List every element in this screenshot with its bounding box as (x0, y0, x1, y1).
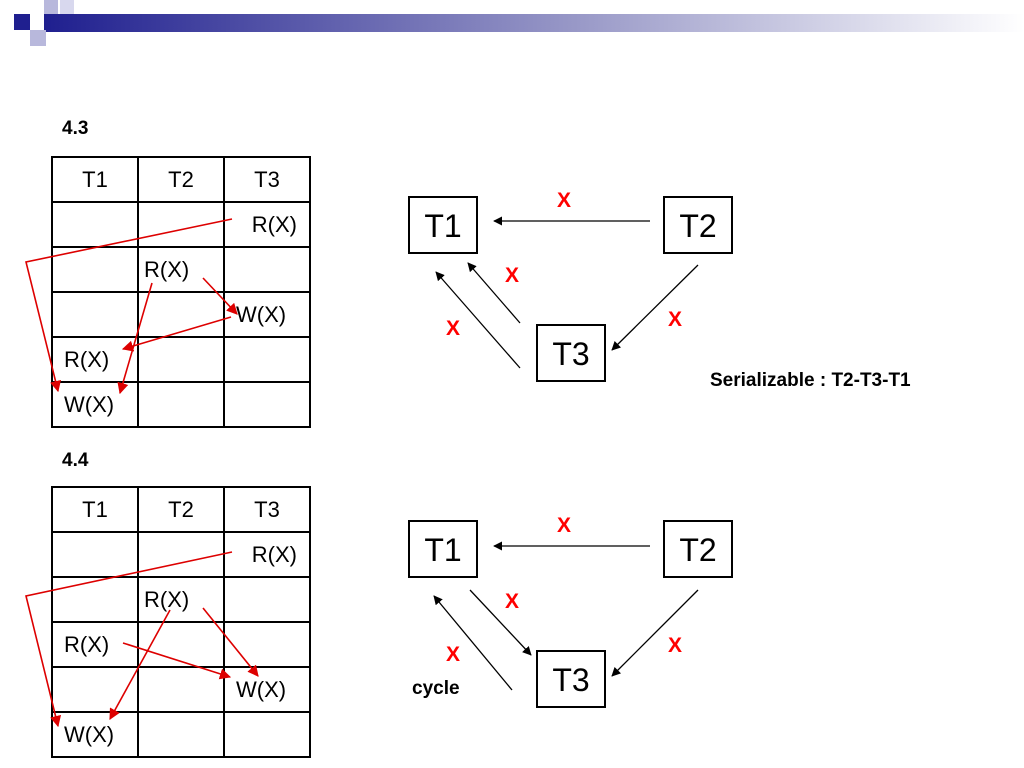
table-cell (51, 666, 139, 713)
table-cell (223, 711, 311, 758)
table-cell: R(X) (137, 246, 225, 293)
table-row: R(X) (51, 201, 311, 248)
table-row: R(X) (51, 621, 311, 668)
table-cell: R(X) (51, 336, 139, 383)
table-cell: R(X) (223, 531, 311, 578)
graph-node-t2: T2 (663, 520, 733, 578)
table-cell: R(X) (51, 621, 139, 668)
table-row: R(X) (51, 246, 311, 293)
header-cell: T2 (137, 156, 225, 203)
graph-node-t1: T1 (408, 196, 478, 254)
table-cell (137, 531, 225, 578)
table-cell (223, 621, 311, 668)
header-cell: T3 (223, 486, 311, 533)
table-row: R(X) (51, 576, 311, 623)
table-header-row: T1 T2 T3 (51, 486, 311, 533)
table-row: R(X) (51, 531, 311, 578)
header-cell: T2 (137, 486, 225, 533)
table-cell (223, 576, 311, 623)
graph-edge-t2-t3 (611, 589, 699, 677)
cycle-note: cycle (412, 678, 460, 699)
table-cell (137, 336, 225, 383)
table-cell: R(X) (137, 576, 225, 623)
edge-label: X (505, 264, 520, 287)
table-cell: R(X) (223, 201, 311, 248)
table-header-row: T1 T2 T3 (51, 156, 311, 203)
edge-label: X (446, 317, 461, 340)
graph-edge-t2-t3 (611, 264, 699, 351)
edge-label: X (557, 189, 572, 212)
table-cell (51, 531, 139, 578)
edge-label: X (668, 308, 683, 331)
table-cell: W(X) (51, 381, 139, 428)
graph-node-t3: T3 (536, 650, 606, 708)
table-row: R(X) (51, 336, 311, 383)
edge-label: X (505, 590, 520, 613)
table-cell (51, 246, 139, 293)
table-cell: W(X) (223, 666, 311, 713)
table-cell: W(X) (51, 711, 139, 758)
table-row: W(X) (51, 666, 311, 713)
graph-node-t1: T1 (408, 520, 478, 578)
title-banner (14, 0, 1024, 46)
schedule-table-4-4: T1 T2 T3 R(X) R(X) R(X) W(X) W(X) (51, 486, 311, 758)
table-cell (137, 381, 225, 428)
table-cell (223, 246, 311, 293)
table-cell (51, 291, 139, 338)
graph-node-t3: T3 (536, 324, 606, 382)
table-cell (137, 201, 225, 248)
table-row: W(X) (51, 381, 311, 428)
table-cell (137, 291, 225, 338)
table-cell (51, 576, 139, 623)
header-cell: T1 (51, 486, 139, 533)
edge-label: X (668, 634, 683, 657)
table-cell (137, 711, 225, 758)
graph-edge-t1-t3 (469, 589, 532, 656)
graph-node-t2: T2 (663, 196, 733, 254)
section-label-4-3: 4.3 (62, 118, 89, 139)
serializable-note: Serializable : T2-T3-T1 (710, 370, 911, 391)
edge-label: X (557, 514, 572, 537)
table-cell (223, 336, 311, 383)
table-row: W(X) (51, 711, 311, 758)
table-cell (137, 666, 225, 713)
header-cell: T1 (51, 156, 139, 203)
header-cell: T3 (223, 156, 311, 203)
schedule-table-4-3: T1 T2 T3 R(X) R(X) W(X) R(X) W(X) (51, 156, 311, 428)
edge-label: X (446, 643, 461, 666)
section-label-4-4: 4.4 (62, 450, 89, 471)
table-cell (51, 201, 139, 248)
table-row: W(X) (51, 291, 311, 338)
table-cell (223, 381, 311, 428)
table-cell: W(X) (223, 291, 311, 338)
table-cell (137, 621, 225, 668)
